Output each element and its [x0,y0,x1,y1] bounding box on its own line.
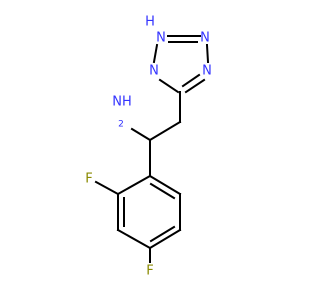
tetrazole-h-label: H [145,15,155,30]
bond-n3-c5 [184,78,206,94]
bond-n2-n3 [205,43,210,64]
bond-ch2-ch [148,120,182,142]
atom-labels: H N N N N NH 2 F F [85,15,212,279]
bond-ar6-ar1-inner [149,182,176,200]
tetrazole-n-left-label: N [149,64,159,79]
bond-ar3-ar4 [116,228,152,250]
tetrazole-nh-label: N [156,31,166,46]
tetrazole-n-right-label: N [200,31,210,46]
bond-n4-c5 [158,78,180,94]
tetrazole-n-bottom-label: N [202,64,212,79]
bond-n1-n4 [152,43,159,64]
bond-ar4-ar5-inner [149,225,176,243]
amine-subscript: 2 [118,120,124,130]
amine-label: NH [112,95,132,110]
bond-ar1-ar2 [116,174,152,196]
bond-ch-nh2 [130,127,152,142]
bonds [94,35,210,263]
bond-ar6-ar1 [148,174,182,196]
bond-n3-c5-double [181,73,201,88]
bond-ar2-f [94,180,120,196]
structure-diagram: H N N N N NH 2 F F [85,15,212,279]
fluoro-para-label: F [146,264,153,279]
fluoro-ortho-label: F [85,172,92,187]
molecule-canvas: H N N N N NH 2 F F [85,14,212,279]
bond-ar4-ar5 [148,228,182,250]
